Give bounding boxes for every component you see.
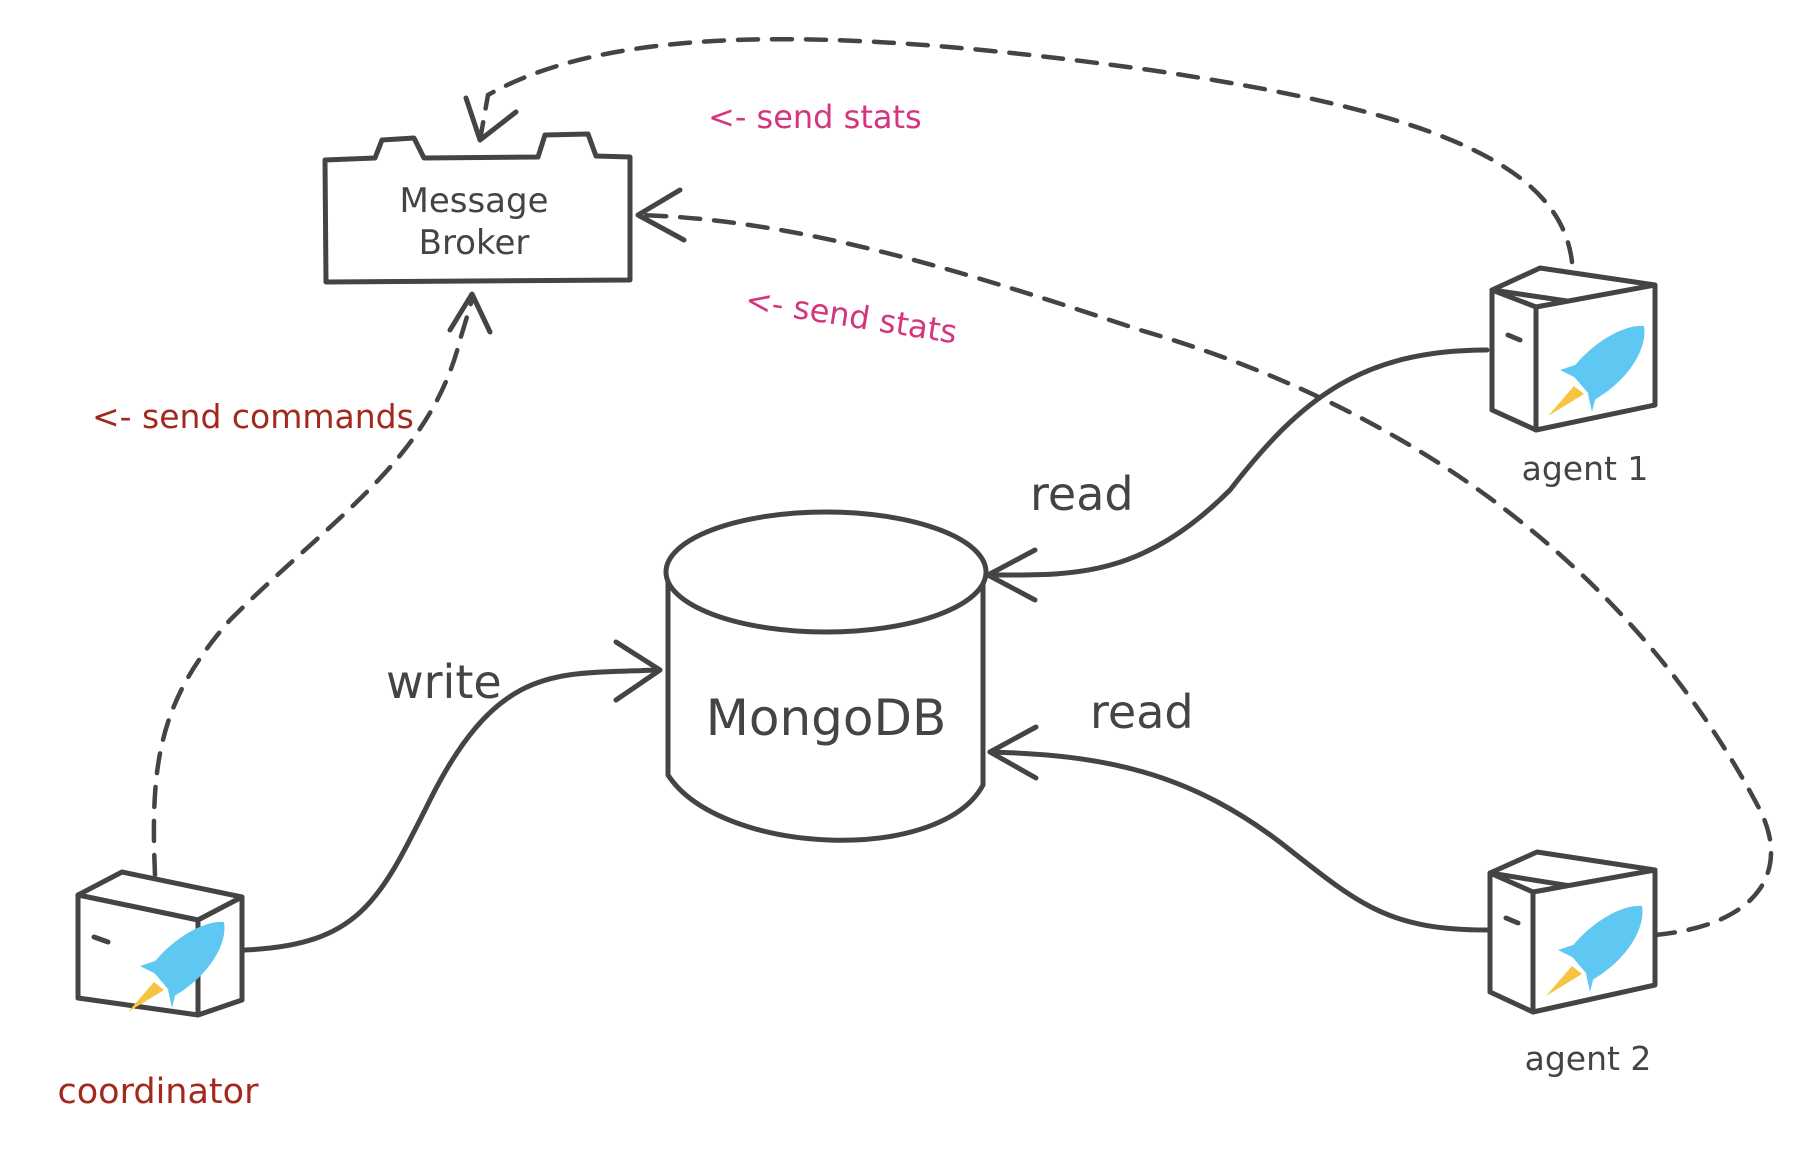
edge-agent1-stats bbox=[463, 36, 1575, 265]
message-broker-node: Message Broker bbox=[322, 131, 633, 285]
edge-agent2-stats bbox=[635, 187, 1774, 938]
agent-2-label: agent 2 bbox=[1525, 1039, 1652, 1078]
edge-coordinator-write bbox=[242, 639, 663, 953]
edge-coordinator-commands bbox=[151, 291, 493, 878]
agent2-stats-label: <- send stats bbox=[743, 280, 960, 351]
agent2-read-label: read bbox=[1090, 685, 1194, 739]
commands-label: <- send commands bbox=[92, 397, 414, 436]
edge-agent2-read bbox=[987, 724, 1490, 933]
agent-1-node: agent 1 bbox=[1489, 265, 1658, 488]
coordinator-label: coordinator bbox=[58, 1072, 260, 1112]
message-broker-label-line1: Message bbox=[399, 181, 548, 221]
agent1-read-label: read bbox=[1030, 467, 1134, 521]
coordinator-node: coordinator bbox=[58, 869, 260, 1112]
mongodb-node: MongoDB bbox=[663, 509, 989, 843]
message-broker-label-line2: Broker bbox=[419, 223, 530, 263]
agent1-stats-label: <- send stats bbox=[708, 98, 922, 136]
agent-2-node: agent 2 bbox=[1487, 849, 1658, 1078]
mongodb-label: MongoDB bbox=[706, 689, 947, 747]
write-label: write bbox=[386, 655, 502, 709]
agent-1-label: agent 1 bbox=[1522, 449, 1649, 488]
